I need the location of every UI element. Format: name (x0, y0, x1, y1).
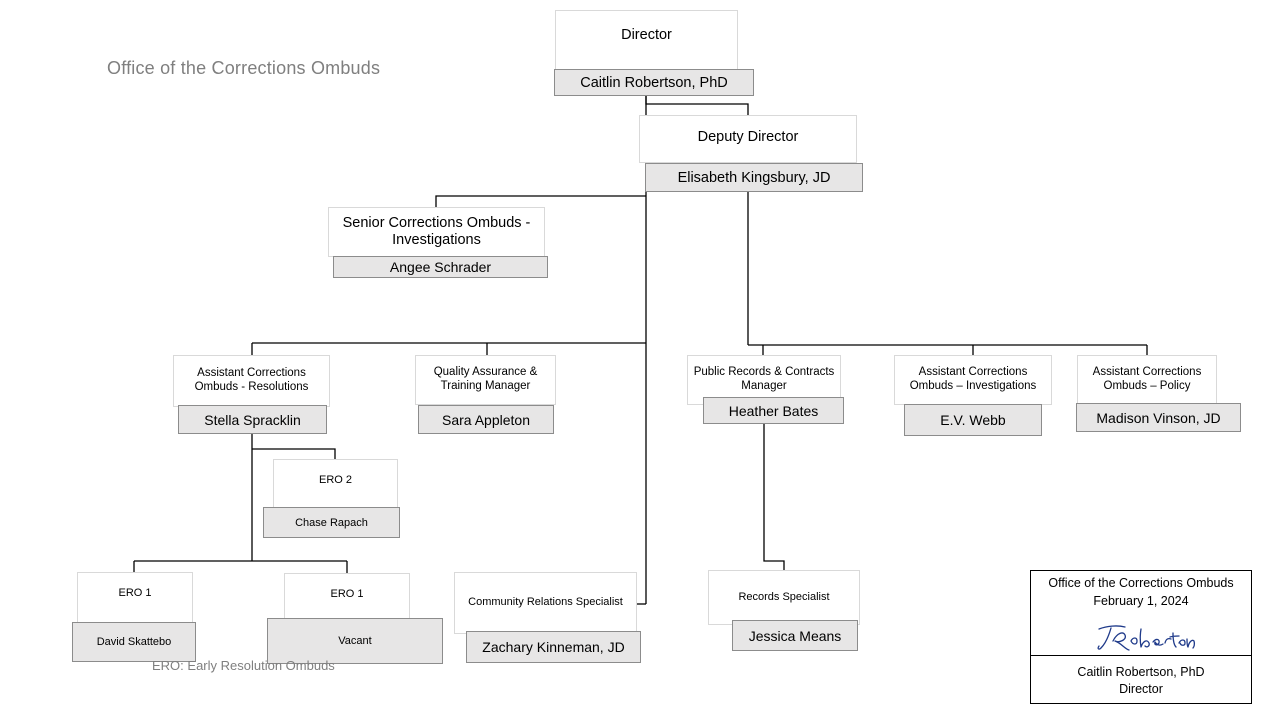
senior-ombuds-title: Senior Corrections Ombuds - Investigatio… (342, 214, 531, 248)
records-title-box: Records Specialist (708, 570, 860, 625)
deputy-name-box: Elisabeth Kingsbury, JD (645, 163, 863, 192)
director-title: Director (621, 27, 672, 43)
signature-signer-name: Caitlin Robertson, PhD (1077, 665, 1205, 679)
qa-manager-name-box: Sara Appleton (418, 405, 554, 434)
director-title-box: Director (555, 10, 738, 70)
ero1-a-title-box: ERO 1 (77, 572, 193, 624)
director-name: Caitlin Robertson, PhD (580, 74, 728, 91)
deputy-title-box: Deputy Director (639, 115, 857, 163)
signature-signer-title: Director (1119, 682, 1163, 696)
ero2-name-box: Chase Rapach (263, 507, 400, 538)
aco-investigations-title: Assistant Corrections Ombuds – Investiga… (909, 366, 1037, 392)
deputy-name: Elisabeth Kingsbury, JD (677, 169, 831, 186)
public-records-name: Heather Bates (728, 402, 819, 419)
public-records-title: Public Records & Contracts Manager (693, 366, 835, 392)
ero2-title: ERO 2 (318, 474, 352, 486)
ero1-b-title: ERO 1 (330, 588, 364, 600)
records-name-box: Jessica Means (732, 620, 858, 651)
page-title: Office of the Corrections Ombuds (107, 58, 381, 78)
ero2-title-box: ERO 2 (273, 459, 398, 509)
ero1-a-name-box: David Skattebo (72, 622, 196, 662)
ero1-b-name-box: Vacant (267, 618, 443, 664)
aco-policy-title-box: Assistant Corrections Ombuds – Policy (1077, 355, 1217, 405)
aco-policy-name: Madison Vinson, JD (1096, 409, 1221, 426)
ero1-b-title-box: ERO 1 (284, 573, 410, 621)
senior-ombuds-name: Angee Schrader (389, 259, 492, 275)
ero1-b-name: Vacant (338, 635, 372, 647)
ero2-name: Chase Rapach (295, 516, 368, 529)
aco-resolutions-title-box: Assistant Corrections Ombuds - Resolutio… (173, 355, 330, 407)
signature-date: February 1, 2024 (1093, 594, 1189, 608)
public-records-name-box: Heather Bates (703, 397, 844, 424)
aco-policy-title: Assistant Corrections Ombuds – Policy (1092, 366, 1202, 392)
records-title: Records Specialist (738, 590, 830, 603)
signature-panel: Office of the Corrections Ombuds Februar… (1030, 570, 1252, 704)
senior-ombuds-title-box: Senior Corrections Ombuds - Investigatio… (328, 207, 545, 257)
aco-resolutions-name: Stella Spracklin (204, 411, 301, 428)
signature-divider (1031, 655, 1251, 656)
ero1-a-name: David Skattebo (96, 636, 172, 648)
qa-manager-name: Sara Appleton (442, 411, 530, 428)
signature-org: Office of the Corrections Ombuds (1048, 576, 1234, 590)
community-title: Community Relations Specialist (468, 596, 623, 609)
ero1-a-title: ERO 1 (118, 587, 152, 599)
community-name: Zachary Kinneman, JD (482, 639, 625, 655)
aco-resolutions-name-box: Stella Spracklin (178, 405, 327, 434)
ero-legend: ERO: Early Resolution Ombuds (152, 658, 335, 673)
records-name: Jessica Means (748, 627, 842, 644)
aco-policy-name-box: Madison Vinson, JD (1076, 403, 1241, 432)
director-name-box: Caitlin Robertson, PhD (554, 69, 754, 96)
community-title-box: Community Relations Specialist (454, 572, 637, 634)
community-name-box: Zachary Kinneman, JD (466, 631, 641, 663)
senior-ombuds-name-box: Angee Schrader (333, 256, 548, 278)
aco-investigations-title-box: Assistant Corrections Ombuds – Investiga… (894, 355, 1052, 405)
aco-investigations-name-box: E.V. Webb (904, 404, 1042, 436)
qa-manager-title: Quality Assurance & Training Manager (433, 366, 538, 392)
aco-investigations-name: E.V. Webb (940, 412, 1006, 428)
deputy-title: Deputy Director (697, 129, 799, 145)
qa-manager-title-box: Quality Assurance & Training Manager (415, 355, 556, 405)
aco-resolutions-title: Assistant Corrections Ombuds - Resolutio… (194, 367, 309, 393)
handwritten-signature (1097, 625, 1196, 651)
